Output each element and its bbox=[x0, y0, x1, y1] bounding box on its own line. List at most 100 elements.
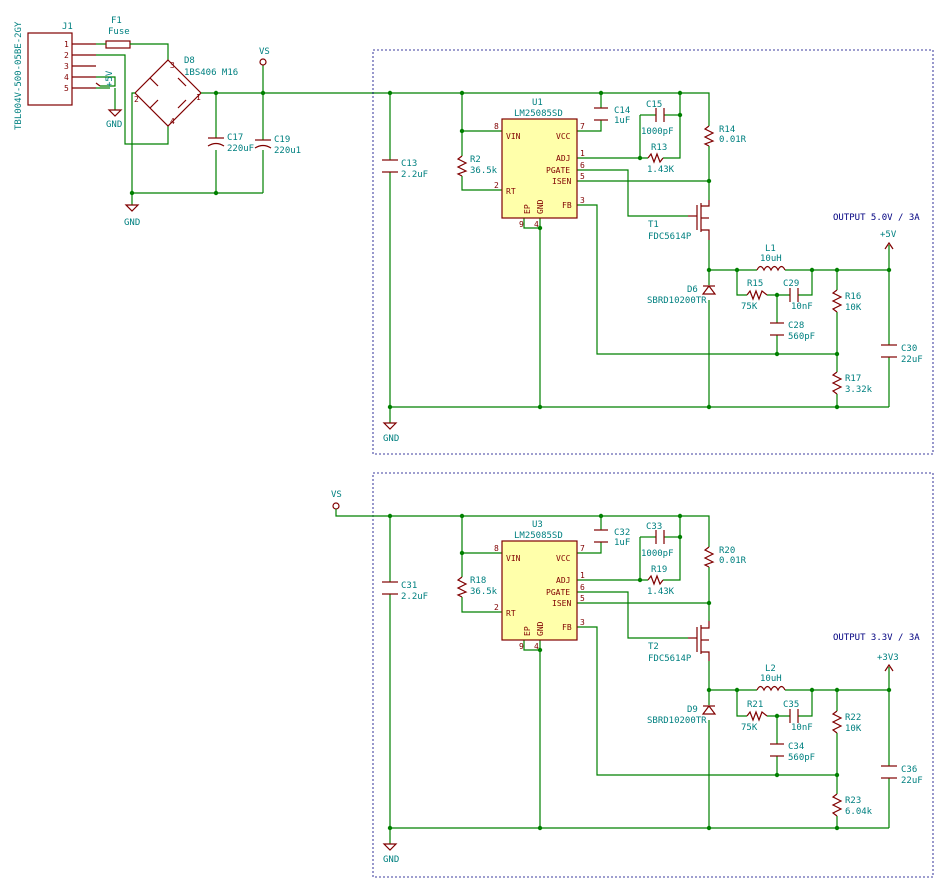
f1-ref: F1 bbox=[111, 16, 122, 26]
c31-capacitor bbox=[382, 581, 398, 595]
l2-ref: L2 bbox=[765, 664, 776, 674]
d8-pin-3: 3 bbox=[170, 61, 175, 70]
channel-5v-wires bbox=[389, 92, 890, 423]
channel-5v-output-label: OUTPUT 5.0V / 3A bbox=[833, 213, 920, 223]
r2-resistor bbox=[456, 155, 468, 177]
u1-pin-isen: ISEN bbox=[552, 177, 571, 186]
l2-inductor bbox=[756, 685, 786, 692]
t1-value: FDC5614P bbox=[648, 232, 692, 242]
j1-pin-5: 5 bbox=[64, 84, 69, 93]
c17-value: 220uF bbox=[227, 144, 254, 154]
plus5-rail-arrow bbox=[884, 241, 894, 250]
d6-value: SBRD10200TR bbox=[647, 296, 707, 306]
c14-value: 1uF bbox=[614, 116, 630, 126]
c17-capacitor bbox=[207, 137, 225, 147]
main-gnd-label: GND bbox=[124, 218, 140, 228]
d8-pin-numbers: 1 2 3 4 bbox=[134, 61, 201, 126]
c36-value: 22uF bbox=[901, 776, 923, 786]
channel-5v-section: OUTPUT 5.0V / 3A bbox=[372, 49, 934, 455]
u3-pin-gnd: GND bbox=[536, 621, 545, 636]
r19-resistor bbox=[647, 574, 664, 586]
r17-resistor bbox=[831, 371, 843, 395]
l1-value: 10uH bbox=[760, 254, 782, 264]
t1-ref: T1 bbox=[648, 220, 659, 230]
vs2-test-point bbox=[332, 502, 340, 510]
d9-ref: D9 bbox=[687, 705, 698, 715]
c15-ref: C15 bbox=[646, 100, 662, 110]
r16-ref: R16 bbox=[845, 292, 861, 302]
junction bbox=[260, 90, 266, 96]
d6-diode bbox=[701, 285, 717, 295]
c34-capacitor bbox=[770, 743, 784, 757]
vs2-label: VS bbox=[331, 490, 342, 500]
u3-pin-labels: VIN VCC ADJ PGATE ISEN FB RT EP GND 8 7 … bbox=[494, 544, 585, 651]
channel-5v-frame bbox=[372, 49, 934, 455]
d8-pin-2: 2 bbox=[134, 95, 139, 104]
c30-value: 22uF bbox=[901, 355, 923, 365]
u1-pin-rt: RT bbox=[506, 187, 516, 196]
vs-bus-wires bbox=[131, 65, 390, 205]
channel-5v-gnd-symbol bbox=[382, 422, 398, 430]
c13-value: 2.2uF bbox=[401, 170, 428, 180]
c19-value: 220u1 bbox=[274, 146, 301, 156]
u3-pin-5: 5 bbox=[580, 594, 585, 603]
power-input-wires bbox=[96, 43, 169, 145]
u3-pin-1: 1 bbox=[580, 571, 585, 580]
l1-ref: L1 bbox=[765, 244, 776, 254]
u1-pin-vcc: VCC bbox=[556, 132, 571, 141]
u3-pin-ep: EP bbox=[523, 626, 532, 636]
channel-3v3-wires bbox=[335, 509, 890, 844]
c29-ref: C29 bbox=[783, 279, 799, 289]
c13-ref: C13 bbox=[401, 159, 417, 169]
u3-ref: U3 bbox=[532, 520, 543, 530]
c19-ref: C19 bbox=[274, 135, 290, 145]
u1-ic-body bbox=[501, 118, 578, 219]
d8-bridge-rectifier bbox=[134, 59, 202, 127]
r23-value: 6.04k bbox=[845, 807, 873, 817]
c14-ref: C14 bbox=[614, 106, 630, 116]
c30-capacitor bbox=[881, 344, 897, 358]
c15-value: 1000pF bbox=[641, 127, 674, 137]
u1-pin-vin: VIN bbox=[506, 132, 521, 141]
j1-ref: J1 bbox=[62, 22, 73, 32]
r19-value: 1.43K bbox=[647, 587, 675, 597]
r15-resistor bbox=[746, 289, 768, 301]
l1-inductor bbox=[756, 265, 786, 272]
r17-value: 3.32k bbox=[845, 385, 873, 395]
plus5-label: +5V bbox=[105, 70, 115, 87]
u1-pin-7: 7 bbox=[580, 122, 585, 131]
j1-pin-4: 4 bbox=[64, 73, 69, 82]
r22-resistor bbox=[831, 710, 843, 734]
d8-pin-1: 1 bbox=[196, 93, 201, 102]
r21-resistor bbox=[746, 710, 768, 722]
u1-pin-fb: FB bbox=[562, 201, 572, 210]
r18-resistor bbox=[456, 576, 468, 598]
r17-ref: R17 bbox=[845, 374, 861, 384]
u3-pin-isen: ISEN bbox=[552, 599, 571, 608]
d8-ref: D8 bbox=[184, 56, 195, 66]
junction bbox=[129, 190, 135, 196]
c15-capacitor bbox=[655, 108, 665, 122]
r19-ref: R19 bbox=[651, 565, 667, 575]
u1-pin-labels: VIN VCC ADJ PGATE ISEN FB RT EP GND 8 7 … bbox=[494, 122, 585, 229]
u1-value: LM25085SD bbox=[514, 109, 563, 119]
u1-pin-gnd: GND bbox=[536, 199, 545, 214]
u1-pin-4: 4 bbox=[534, 220, 539, 229]
r23-ref: R23 bbox=[845, 796, 861, 806]
r20-resistor bbox=[703, 546, 715, 568]
r13-resistor bbox=[647, 152, 664, 164]
channel-3v3-junctions bbox=[387, 513, 892, 831]
u1-pin-ep: EP bbox=[523, 204, 532, 214]
f1-fuse-symbol bbox=[105, 40, 131, 49]
u1-pin-6: 6 bbox=[580, 161, 585, 170]
junction bbox=[213, 190, 219, 196]
r18-value: 36.5k bbox=[470, 587, 498, 597]
u3-pin-rt: RT bbox=[506, 609, 516, 618]
u1-pin-pgate: PGATE bbox=[546, 166, 570, 175]
r22-ref: R22 bbox=[845, 713, 861, 723]
vs-label: VS bbox=[259, 47, 270, 57]
j1-pin-3: 3 bbox=[64, 62, 69, 71]
c32-capacitor bbox=[594, 529, 608, 543]
u3-pin-8: 8 bbox=[494, 544, 499, 553]
